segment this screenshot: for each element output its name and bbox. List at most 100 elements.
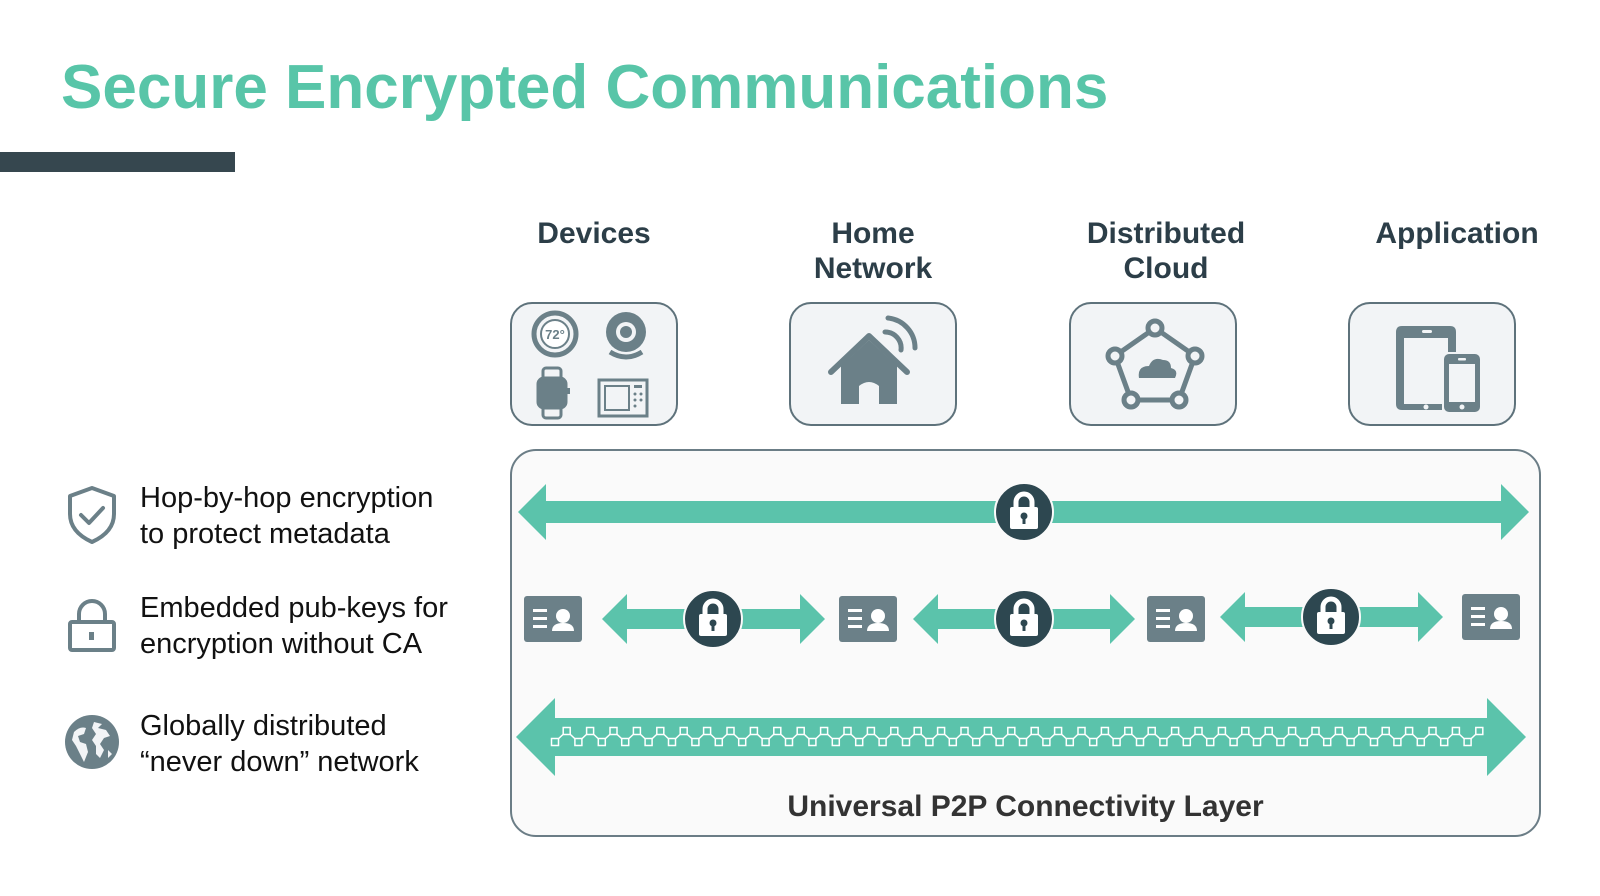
mesh-node: [1042, 737, 1051, 747]
feature-text: Globally distributed “never down” networ…: [140, 710, 419, 778]
mesh-node: [1088, 737, 1098, 747]
column-label-application: Application: [1375, 217, 1539, 250]
mesh-node: [620, 737, 630, 747]
mesh-chain-pattern: [550, 726, 1484, 747]
mesh-node: [1439, 737, 1449, 747]
mesh-node: [1322, 737, 1332, 747]
mesh-node: [714, 737, 724, 747]
mesh-node: [1475, 726, 1484, 736]
identity-card-icon-2: [839, 596, 897, 642]
mesh-node: [1124, 726, 1133, 736]
column-label-distributed-cloud: Distributed Cloud: [1046, 216, 1286, 286]
mesh-node: [1170, 726, 1180, 736]
mesh-node: [866, 726, 876, 736]
column-label-home-network-text: Home Network: [813, 217, 933, 285]
mesh-node: [1381, 726, 1390, 736]
mesh-node: [773, 726, 782, 736]
mesh-node: [1264, 726, 1273, 736]
mesh-node: [831, 737, 841, 747]
mesh-node: [679, 726, 688, 736]
smartwatch-icon: [536, 366, 570, 420]
mesh-node: [843, 726, 852, 736]
mesh-node: [1334, 726, 1344, 736]
mesh-node: [1112, 737, 1121, 747]
connectivity-layer-label: Universal P2P Connectivity Layer: [787, 790, 1264, 823]
mesh-node: [749, 726, 759, 736]
column-label-home-network: Home Network: [753, 216, 993, 286]
mesh-node: [1205, 737, 1215, 747]
mesh-node: [1147, 726, 1156, 736]
smart-home-icon: [828, 315, 918, 404]
mesh-node: [1194, 726, 1203, 736]
mesh-node: [562, 726, 571, 736]
mesh-node: [1182, 737, 1192, 747]
mesh-node: [1369, 737, 1379, 747]
mesh-node: [1393, 737, 1402, 747]
home-network-tile: [789, 302, 957, 426]
mesh-node: [644, 737, 653, 747]
mesh-node: [1428, 726, 1437, 736]
svg-text:72°: 72°: [545, 327, 565, 342]
column-label-distributed-cloud-text: Distributed Cloud: [1086, 217, 1246, 285]
mesh-node: [1416, 737, 1426, 747]
mesh-node: [1077, 726, 1086, 736]
mesh-node: [1311, 726, 1320, 736]
mesh-node: [1241, 726, 1250, 736]
mesh-node: [1299, 737, 1309, 747]
padlock-icon: [68, 599, 116, 652]
lock-icon-end-to-end: [995, 483, 1053, 541]
mesh-node: [726, 726, 735, 736]
slide-title: Secure Encrypted Communications: [61, 53, 1109, 122]
mesh-node: [1451, 726, 1461, 736]
mesh-node: [995, 737, 1004, 747]
p2p-connectivity-arrow: [516, 698, 1526, 776]
mesh-node: [854, 737, 864, 747]
devices-icon: 72°: [531, 310, 649, 420]
title-accent-bar: [0, 152, 235, 172]
application-tile: [1348, 302, 1516, 426]
thermostat-icon: 72°: [531, 310, 579, 358]
mesh-node: [691, 737, 700, 747]
mesh-node: [1276, 737, 1285, 747]
mesh-node: [1287, 726, 1297, 736]
mesh-node: [936, 726, 946, 736]
mesh-node: [1463, 737, 1472, 747]
webcam-icon: [606, 312, 646, 360]
mesh-node: [960, 726, 969, 736]
mesh-node: [784, 737, 794, 747]
mesh-node: [632, 726, 642, 736]
mesh-node: [1065, 737, 1075, 747]
mesh-node: [1252, 737, 1262, 747]
shield-check-icon: [68, 486, 116, 544]
mesh-node: [878, 737, 887, 747]
mesh-node: [609, 726, 618, 736]
identity-card-icon-3: [1147, 596, 1205, 642]
distributed-cloud-tile: [1069, 302, 1237, 426]
mesh-node: [1053, 726, 1063, 736]
mesh-node: [925, 737, 934, 747]
devices-tile: 72°: [510, 302, 678, 426]
mesh-node: [890, 726, 899, 736]
mesh-node: [550, 737, 560, 747]
mesh-node: [1135, 737, 1145, 747]
feature-text: Hop-by-hop encryption to protect metadat…: [140, 482, 434, 550]
distributed-cloud-icon: [1105, 318, 1205, 410]
mesh-node: [737, 737, 747, 747]
mesh-node: [808, 737, 817, 747]
mesh-node: [1159, 737, 1168, 747]
feature-text: Embedded pub-keys for encryption without…: [140, 592, 448, 660]
mesh-node: [948, 737, 958, 747]
mesh-node: [796, 726, 805, 736]
feature-global-network: Globally distributed “never down” networ…: [60, 708, 419, 780]
mesh-node: [656, 726, 665, 736]
mesh-node: [597, 737, 607, 747]
mesh-node: [702, 726, 712, 736]
identity-card-icon-1: [524, 596, 582, 642]
mesh-node: [574, 737, 583, 747]
mesh-node: [1358, 726, 1367, 736]
mesh-node: [1346, 737, 1355, 747]
column-label-devices: Devices: [537, 217, 651, 250]
mesh-node: [1100, 726, 1110, 736]
mesh-node: [983, 726, 993, 736]
